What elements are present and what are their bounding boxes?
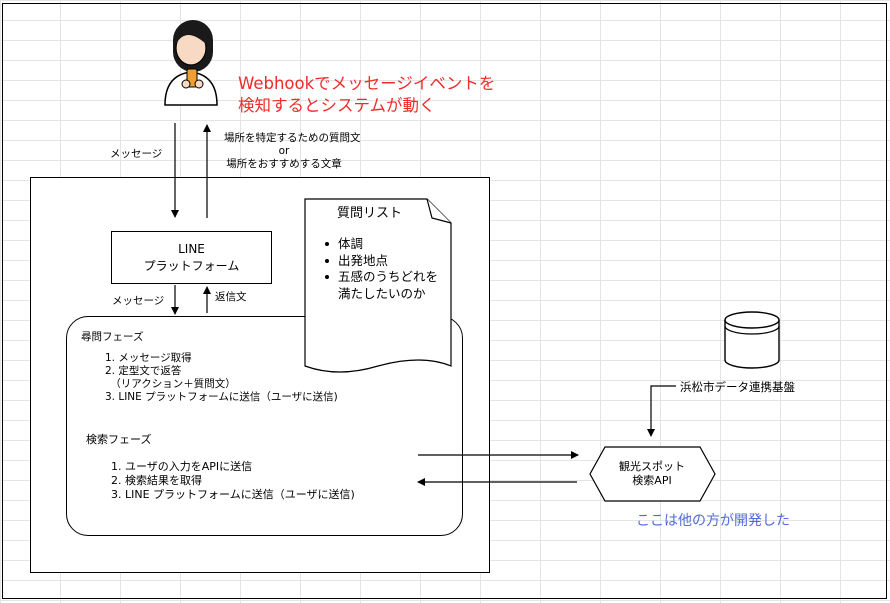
- flow-label-message-up: メッセージ: [110, 148, 163, 160]
- list-item: （リアクション＋質問文）: [105, 378, 236, 391]
- list-item: 3. LINE プラットフォームに送信（ユーザに送信): [111, 487, 355, 501]
- list-item: 2. 検索結果を取得: [111, 473, 202, 487]
- question-list-title: 質問リスト: [337, 206, 403, 221]
- search-phase-steps: 1. ユーザの入力をAPIに送信 2. 検索結果を取得 3. LINE プラット…: [111, 460, 355, 501]
- flow-label-reply-text: 返信文: [215, 291, 247, 303]
- list-item: 出発地点: [322, 253, 438, 270]
- line-platform-name: LINE: [178, 242, 205, 257]
- tourism-api-label: 観光スポット 検索API: [589, 460, 715, 489]
- list-item: 2. 定型文で返答: [105, 365, 182, 378]
- list-item: 3. LINE プラットフォームに送信（ユーザに送信): [105, 391, 338, 404]
- inquiry-phase-steps: 1. メッセージ取得 2. 定型文で返答 （リアクション＋質問文） 3. LIN…: [105, 352, 338, 405]
- list-item: 1. メッセージ取得: [105, 352, 192, 364]
- flow-label-reply-to-user: 場所を特定するための質問文 or 場所をおすすめする文章: [224, 132, 361, 171]
- line-platform-subtitle: プラットフォーム: [143, 258, 240, 273]
- api-label-line1: 観光スポット: [619, 460, 685, 473]
- api-label-line2: 検索API: [632, 474, 672, 488]
- inquiry-phase-title: 尋問フェーズ: [81, 331, 144, 343]
- search-phase-title: 検索フェーズ: [86, 433, 152, 446]
- list-item: 1. ユーザの入力をAPIに送信: [111, 460, 253, 473]
- webhook-note: Webhookでメッセージイベントを 検知するとシステムが動く: [238, 74, 496, 116]
- data-platform-label: 浜松市データ連携基盤: [680, 380, 795, 394]
- developer-note: ここは他の方が開発した: [636, 513, 790, 529]
- list-item: 体調: [322, 236, 438, 253]
- bot-process-box: [66, 316, 463, 536]
- flow-label-message-down: メッセージ: [112, 295, 165, 307]
- question-list-items: 体調 出発地点 五感のうちどれを 満たしたいのか: [322, 236, 438, 302]
- outer-frame: [2, 3, 887, 599]
- list-item: 五感のうちどれを 満たしたいのか: [322, 269, 438, 302]
- line-platform-box: LINE プラットフォーム: [111, 231, 272, 284]
